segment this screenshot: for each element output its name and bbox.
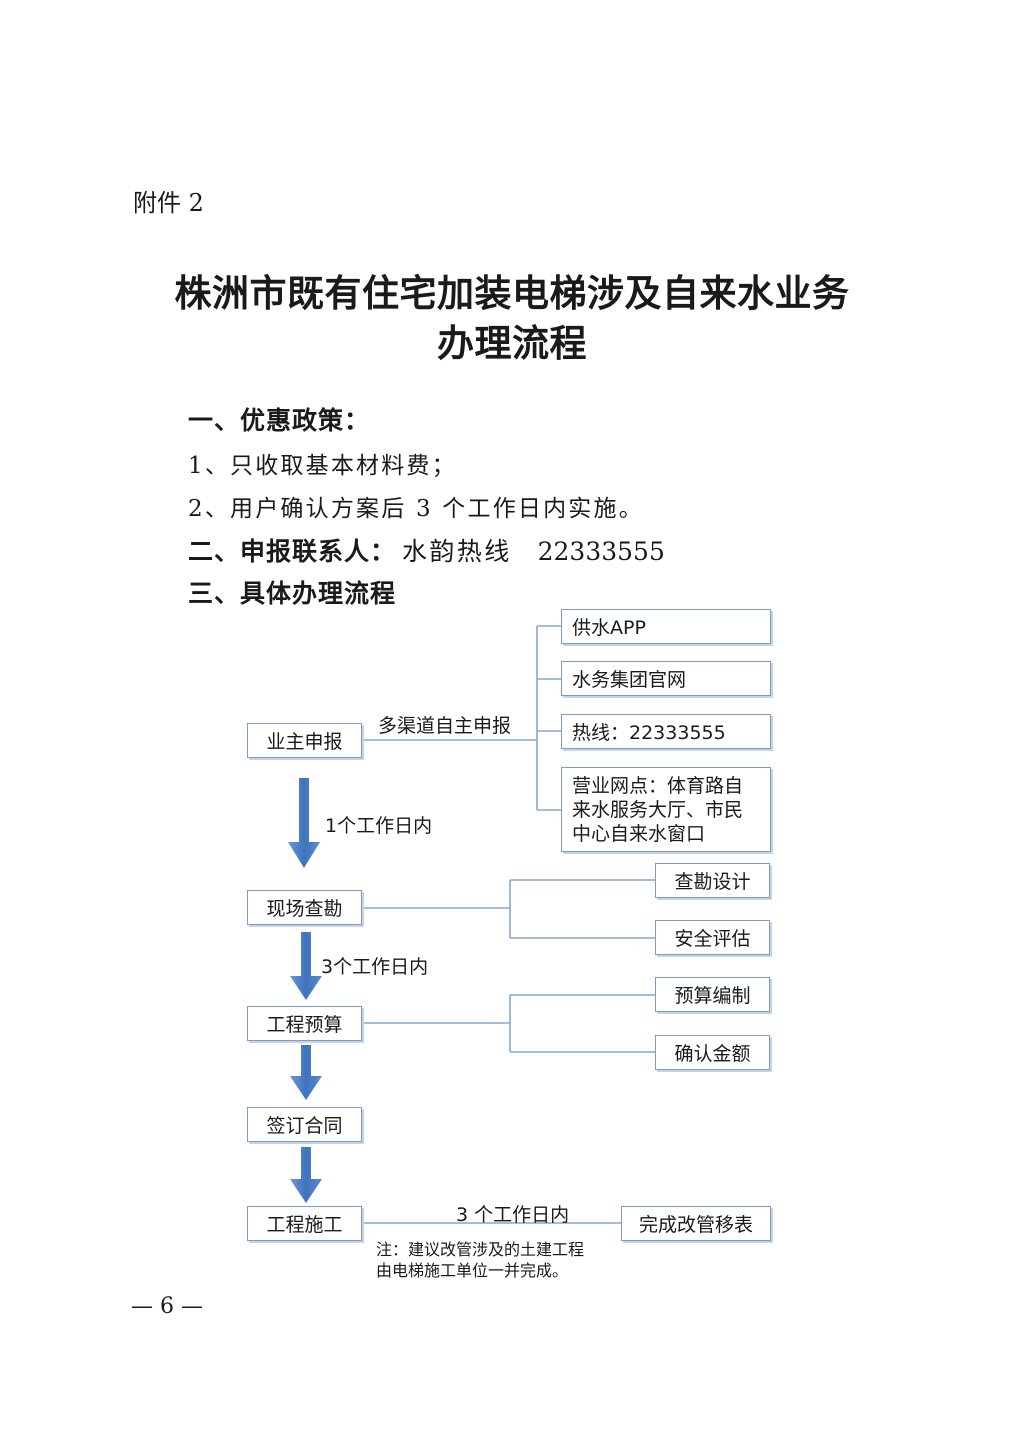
step-box-budget: 工程预算 [247, 1006, 362, 1041]
step-label: 工程施工 [266, 1214, 343, 1236]
contact-line: 二、申报联系人：水韵热线 22333555 [188, 532, 665, 568]
duration-label-2: 3个工作日内 [321, 956, 429, 978]
step-label: 签订合同 [266, 1115, 343, 1137]
note-line-2: 由电梯施工单位一并完成。 [376, 1261, 569, 1280]
channel-label: 供水APP [572, 617, 646, 639]
task-label: 确认金额 [674, 1043, 751, 1065]
channel-office-line: 营业网点：体育路自 [572, 775, 744, 797]
step-label: 工程预算 [266, 1014, 343, 1036]
task-label: 查勘设计 [674, 871, 751, 893]
page-title-line-1: 株洲市既有住宅加装电梯涉及自来水业务 [174, 271, 850, 315]
policy-item-1: 1、只收取基本材料费； [188, 453, 457, 479]
flow-arrow [290, 932, 322, 1000]
step-label: 业主申报 [266, 731, 343, 753]
channel-label-multi: 多渠道自主申报 [378, 715, 512, 737]
policy-item-2: 2、用户确认方案后 3 个工作日内实施。 [188, 496, 644, 522]
step-box-sign-contract: 签订合同 [247, 1107, 362, 1142]
channel-box-website: 水务集团官网 [561, 661, 771, 696]
flow-arrow [290, 1147, 322, 1203]
contact-name: 水韵热线 [402, 537, 512, 566]
policy-heading: 一、优惠政策： [188, 406, 371, 435]
channel-box-hotline: 热线：22333555 [561, 714, 771, 749]
step-label: 完成改管移表 [638, 1214, 753, 1236]
task-box-survey-design: 查勘设计 [655, 863, 770, 898]
task-box-safety-assessment: 安全评估 [655, 920, 770, 955]
channel-label: 热线：22333555 [572, 722, 726, 744]
channel-box-office: 营业网点：体育路自 来水服务大厅、市民 中心自来水窗口 [561, 767, 771, 852]
step-box-construction: 工程施工 [247, 1206, 362, 1241]
step-label: 现场查勘 [266, 898, 343, 920]
construction-duration-label: 3 个工作日内 [456, 1204, 570, 1226]
channel-box-app: 供水APP [561, 609, 771, 644]
channel-office-line: 中心自来水窗口 [572, 823, 706, 845]
duration-label-1: 1个工作日内 [325, 815, 433, 837]
contact-heading: 二、申报联系人： [188, 537, 397, 566]
task-label: 预算编制 [674, 985, 751, 1007]
process-heading: 三、具体办理流程 [188, 579, 397, 608]
page-number: — 6 — [131, 1294, 203, 1319]
attachment-label: 附件 2 [133, 189, 204, 217]
task-box-budget-prep: 预算编制 [655, 977, 770, 1012]
contact-number: 22333555 [537, 537, 665, 566]
page-title-line-2: 办理流程 [437, 321, 587, 365]
step-box-owner-apply: 业主申报 [247, 723, 362, 758]
step-box-final: 完成改管移表 [621, 1206, 771, 1241]
step-box-site-survey: 现场查勘 [247, 890, 362, 925]
channel-office-line: 来水服务大厅、市民 [572, 799, 744, 821]
note-line-1: 注：建议改管涉及的土建工程 [376, 1240, 585, 1259]
flow-arrow [290, 1045, 322, 1100]
task-box-confirm-amount: 确认金额 [655, 1035, 770, 1070]
task-label: 安全评估 [674, 928, 751, 950]
channel-label: 水务集团官网 [572, 669, 687, 691]
flow-arrow [288, 778, 320, 868]
